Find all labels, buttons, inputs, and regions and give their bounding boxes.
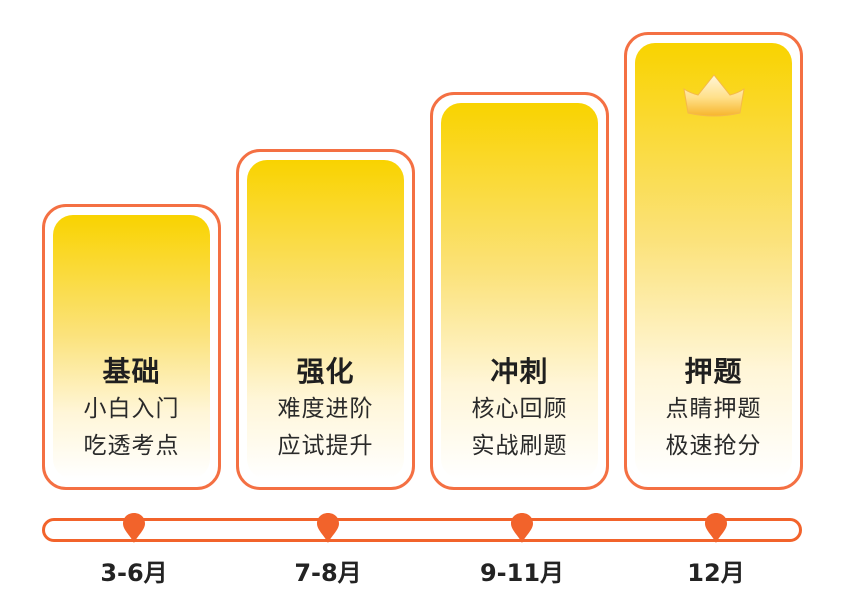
map-pin-icon <box>511 513 533 543</box>
stage-desc-line: 难度进阶 <box>277 396 374 422</box>
stage-card-gradient <box>247 160 404 479</box>
period-label: 3-6月 <box>100 559 168 587</box>
map-pin-icon <box>317 513 339 543</box>
stage-title: 强化 <box>296 355 355 388</box>
stage-desc-line: 吃透考点 <box>83 433 180 459</box>
period-label: 9-11月 <box>479 559 565 587</box>
map-pin-icon <box>705 513 727 543</box>
stage-title: 基础 <box>102 355 161 388</box>
stage-card-gradient <box>53 215 210 479</box>
stage-desc-line: 点睛押题 <box>665 396 762 422</box>
period-label: 7-8月 <box>294 559 362 587</box>
stage-card-gradient <box>441 103 598 479</box>
stage-card-basic: 基础 小白入门 吃透考点 <box>42 204 221 490</box>
stage-title: 押题 <box>684 355 743 388</box>
stage-title: 冲刺 <box>490 355 549 388</box>
period-label: 12月 <box>687 559 745 587</box>
map-pin-icon <box>123 513 145 543</box>
stage-card-text: 押题 点睛押题 极速抢分 <box>627 353 800 465</box>
stage-card-intensive: 强化 难度进阶 应试提升 <box>236 149 415 490</box>
stage-desc-line: 极速抢分 <box>665 433 762 459</box>
stage-desc-line: 应试提升 <box>277 433 374 459</box>
timeline-track <box>42 518 802 542</box>
crown-icon <box>682 74 745 117</box>
stage-desc-line: 实战刷题 <box>471 433 568 459</box>
stage-card-text: 强化 难度进阶 应试提升 <box>239 353 412 465</box>
stage-card-text: 冲刺 核心回顾 实战刷题 <box>433 353 606 465</box>
stage-card-prediction: 押题 点睛押题 极速抢分 <box>624 32 803 490</box>
stage-desc-line: 核心回顾 <box>471 396 568 422</box>
stage-card-sprint: 冲刺 核心回顾 实战刷题 <box>430 92 609 490</box>
stage-desc-line: 小白入门 <box>83 396 180 422</box>
stage-card-text: 基础 小白入门 吃透考点 <box>45 353 218 465</box>
